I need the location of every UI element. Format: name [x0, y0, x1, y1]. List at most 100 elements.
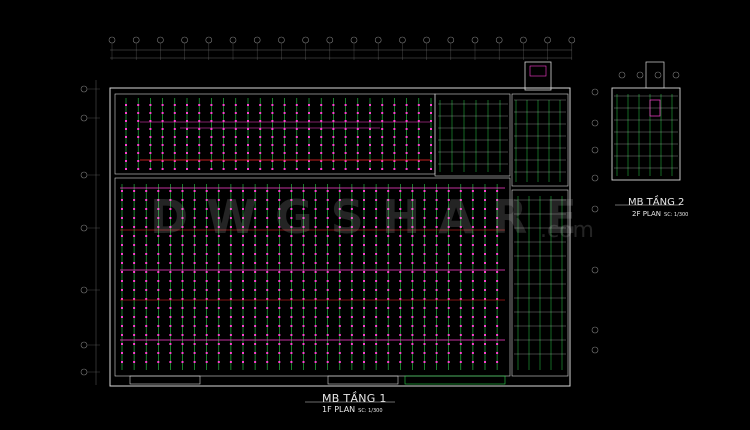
grid-bubble-right [591, 174, 599, 182]
light-fixture [356, 128, 359, 130]
light-fixture [145, 334, 148, 336]
light-fixture [459, 298, 462, 300]
light-fixture [161, 112, 164, 114]
light-fixture [363, 361, 365, 363]
light-fixture [278, 307, 281, 309]
light-fixture [417, 168, 420, 170]
light-fixture [471, 325, 474, 327]
light-fixture [314, 262, 317, 264]
light-fixture [332, 152, 335, 154]
light-fixture [222, 152, 225, 154]
light-fixture [266, 217, 269, 219]
grid-bubble-top [181, 36, 188, 44]
light-fixture [247, 136, 249, 138]
light-fixture [496, 235, 499, 237]
light-fixture [161, 152, 164, 154]
light-fixture [405, 128, 408, 130]
light-fixture [186, 128, 188, 130]
light-fixture [217, 199, 220, 201]
light-fixture [411, 271, 414, 273]
light-fixture [247, 120, 249, 122]
light-fixture [387, 343, 390, 345]
light-fixture [169, 208, 172, 210]
light-fixture [320, 160, 323, 162]
light-fixture [459, 253, 462, 255]
light-fixture [234, 160, 237, 162]
light-fixture [375, 235, 378, 237]
light-fixture [234, 104, 237, 106]
light-fixture [399, 199, 402, 201]
light-fixture [393, 160, 396, 162]
light-fixture [145, 352, 148, 354]
grid-bubble-left [80, 114, 88, 122]
light-fixture [302, 298, 305, 300]
light-fixture [242, 307, 244, 309]
light-fixture [290, 298, 293, 300]
light-fixture [344, 128, 347, 130]
light-fixture [399, 244, 402, 246]
light-fixture [423, 307, 426, 309]
light-fixture [484, 343, 486, 345]
light-fixture [217, 334, 220, 336]
light-fixture [350, 298, 353, 300]
light-fixture [205, 361, 208, 363]
light-fixture [145, 208, 148, 210]
light-fixture [496, 244, 499, 246]
light-fixture [435, 334, 438, 336]
grid-bubble-top [423, 36, 430, 44]
light-fixture [350, 361, 353, 363]
light-fixture [423, 244, 426, 246]
grid-bubble-top [278, 36, 285, 44]
light-fixture [217, 271, 220, 273]
light-fixture [338, 307, 341, 309]
light-fixture [496, 217, 499, 219]
light-fixture [430, 168, 432, 170]
light-fixture [314, 289, 317, 291]
light-fixture [471, 352, 474, 354]
light-fixture [121, 361, 123, 363]
light-fixture [149, 160, 152, 162]
light-fixture [157, 289, 160, 291]
light-fixture [205, 334, 208, 336]
plan-1f-scale: SC: 1/300 [358, 408, 383, 414]
light-fixture [435, 280, 438, 282]
light-fixture [229, 253, 232, 255]
light-fixture [326, 334, 329, 336]
light-fixture [266, 226, 269, 228]
light-fixture [338, 325, 341, 327]
light-fixture [121, 352, 123, 354]
light-fixture [181, 280, 184, 282]
light-fixture [121, 271, 123, 273]
light-fixture [234, 120, 237, 122]
grid-bubble-top [520, 36, 527, 44]
light-fixture [210, 136, 213, 138]
light-fixture [435, 262, 438, 264]
light-fixture [205, 316, 208, 318]
light-fixture [205, 253, 208, 255]
light-fixture [381, 104, 384, 106]
light-fixture [471, 289, 474, 291]
grid-bubble-top [350, 36, 358, 44]
light-fixture [393, 152, 396, 154]
light-fixture [435, 289, 438, 291]
light-fixture [169, 298, 172, 300]
light-fixture [210, 152, 213, 154]
light-fixture [247, 152, 249, 154]
light-fixture [417, 144, 420, 146]
light-fixture [133, 190, 136, 192]
light-fixture [320, 120, 323, 122]
light-fixture [193, 199, 196, 201]
light-fixture [222, 136, 225, 138]
light-fixture [417, 128, 420, 130]
light-fixture [133, 316, 136, 318]
loading-dock [327, 375, 399, 385]
light-fixture [145, 325, 148, 327]
stair-core-inner [529, 65, 547, 77]
light-fixture [484, 208, 486, 210]
light-fixture [157, 334, 160, 336]
light-fixture [338, 253, 341, 255]
light-fixture [271, 168, 274, 170]
light-fixture [145, 361, 148, 363]
light-fixture [193, 298, 196, 300]
light-fixture [121, 244, 123, 246]
